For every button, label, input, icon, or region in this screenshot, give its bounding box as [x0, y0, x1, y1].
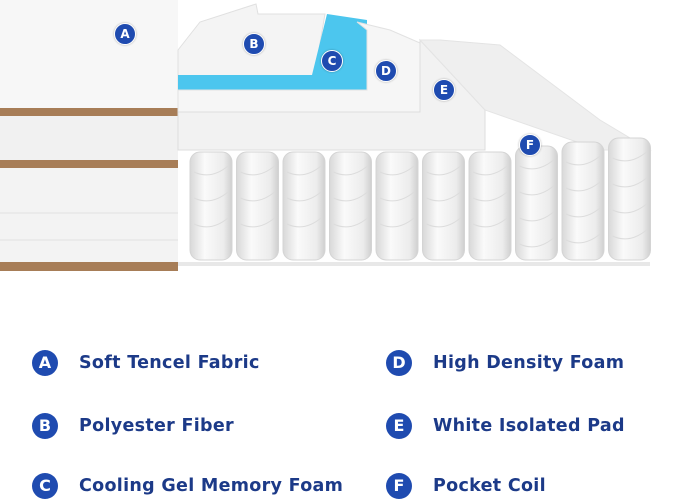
coil-spiral: [240, 191, 275, 202]
badge-icon: D: [386, 350, 412, 376]
coil-spiral: [193, 217, 229, 228]
base-layer: [178, 262, 650, 266]
pocket-coil: [561, 141, 605, 261]
badge-e: E: [433, 79, 455, 101]
coil-spiral: [519, 237, 554, 248]
legend-item-a: A Soft Tencel Fabric: [32, 350, 260, 376]
badge-icon: F: [386, 473, 412, 499]
coil-spiral: [612, 229, 647, 240]
coil-spiral: [193, 191, 229, 202]
coil-spiral: [240, 165, 275, 176]
coil-spiral: [379, 217, 415, 228]
coil-spiral: [612, 203, 647, 214]
coil-tops: [418, 39, 652, 151]
coil-spiral: [612, 151, 647, 162]
mattress-illustration: [0, 0, 652, 271]
badge-icon: C: [32, 473, 58, 499]
badge-icon: B: [32, 413, 58, 439]
badge-icon: E: [386, 413, 412, 439]
coil-spiral: [379, 191, 415, 202]
coil-spiral: [333, 165, 368, 176]
pocket-coil: [236, 151, 279, 261]
badge-b: B: [243, 33, 265, 55]
legend-label: Cooling Gel Memory Foam: [79, 476, 344, 496]
coil-spiral: [565, 155, 601, 166]
pocket-coil: [282, 151, 326, 261]
trim-band: [0, 262, 178, 271]
legend-label: Soft Tencel Fabric: [79, 353, 260, 373]
pocket-coil: [468, 151, 512, 261]
coil-spiral: [286, 165, 322, 176]
legend-item-c: C Cooling Gel Memory Foam: [32, 473, 343, 499]
legend-item-f: F Pocket Coil: [386, 473, 546, 499]
cooling-gel-layer: [178, 14, 367, 90]
coil-spiral: [286, 191, 322, 202]
coil-spiral: [426, 165, 461, 176]
coil-spiral: [286, 217, 322, 228]
pocket-coil: [375, 151, 419, 261]
legend-label: Pocket Coil: [433, 476, 546, 496]
legend-label: High Density Foam: [433, 353, 625, 373]
coil-spiral: [519, 211, 554, 222]
coil-spiral: [612, 177, 647, 188]
coil-spiral: [565, 207, 601, 218]
coil-spiral: [519, 185, 554, 196]
coil-spiral: [333, 217, 368, 228]
pocket-coil: [515, 145, 558, 261]
trim-band: [0, 108, 178, 116]
coil-spiral: [472, 217, 508, 228]
legend-item-e: E White Isolated Pad: [386, 413, 625, 439]
legend-item-d: D High Density Foam: [386, 350, 624, 376]
coil-spiral: [472, 165, 508, 176]
coil-spiral: [240, 217, 275, 228]
pocket-coil: [608, 137, 651, 261]
coil-spiral: [333, 191, 368, 202]
legend-item-b: B Polyester Fiber: [32, 413, 234, 439]
coil-spiral: [379, 165, 415, 176]
badge-f: F: [519, 134, 541, 156]
coil-spiral: [565, 233, 601, 244]
side-panel: [0, 116, 178, 160]
side-panel: [0, 168, 178, 262]
pocket-coil: [189, 151, 233, 261]
legend-label: White Isolated Pad: [433, 416, 625, 436]
coil-spiral: [426, 217, 461, 228]
badge-icon: A: [32, 350, 58, 376]
badge-d: D: [375, 60, 397, 82]
badge-c: C: [321, 50, 343, 72]
pocket-coil: [329, 151, 372, 261]
coil-spiral: [565, 181, 601, 192]
coil-spiral: [193, 165, 229, 176]
top-fabric-layer: [0, 0, 178, 108]
coil-spiral: [519, 159, 554, 170]
legend-label: Polyester Fiber: [79, 416, 234, 436]
pocket-coil: [422, 151, 465, 261]
trim-band: [0, 160, 178, 168]
badge-a: A: [114, 23, 136, 45]
coil-spiral: [472, 191, 508, 202]
coil-spiral: [426, 191, 461, 202]
